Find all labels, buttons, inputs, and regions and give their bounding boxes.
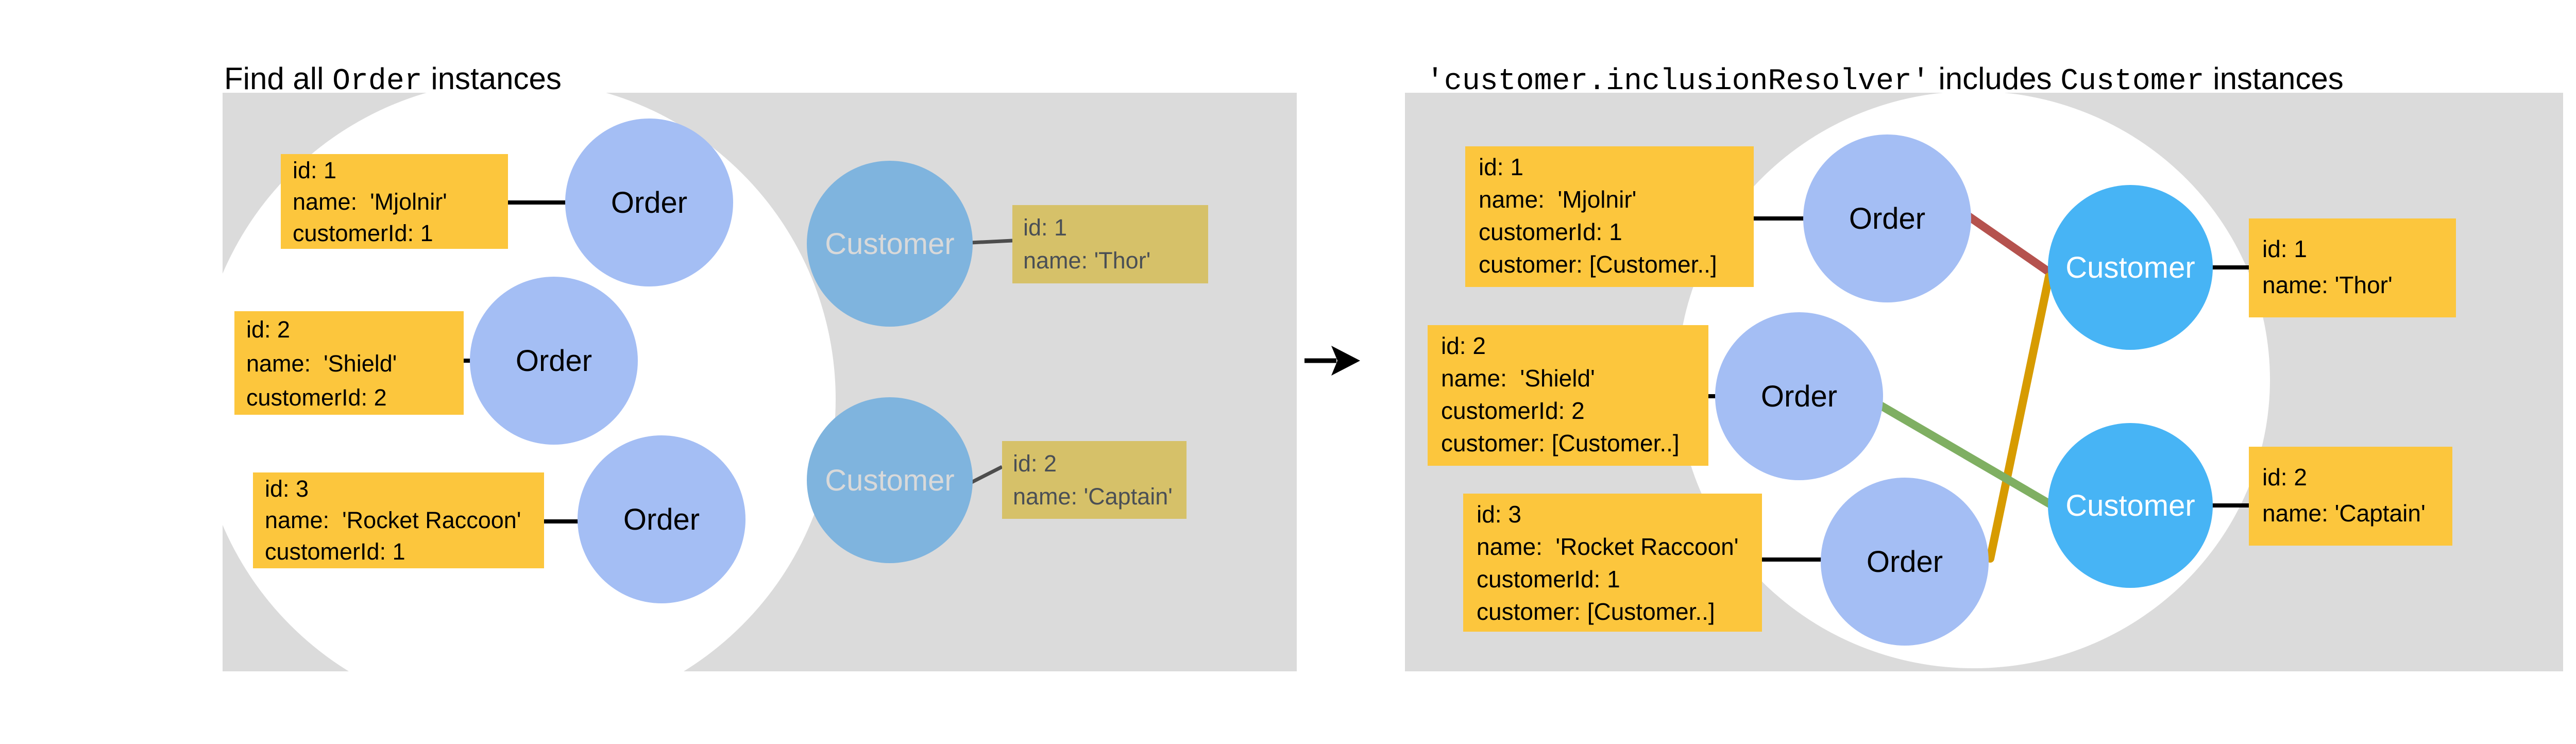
right-order-2-attributes: id: 2 name: 'Shield' customerId: 2 custo… <box>1428 325 1708 466</box>
right-customer-1-attributes: id: 1 name: 'Thor' <box>2249 218 2456 317</box>
right-title-middle: includes <box>1929 61 2061 96</box>
attr-line-id: id: 1 <box>1479 154 1523 180</box>
right-customer-2-attributes: id: 2 name: 'Captain' <box>2249 447 2452 546</box>
attr-line-name: name: 'Thor' <box>2262 272 2393 298</box>
attr-line-customer: customer: [Customer..] <box>1479 251 1717 278</box>
transform-arrow-icon <box>1304 346 1360 376</box>
right-order-3-node: Order <box>1821 478 1989 646</box>
attr-line-id: id: 3 <box>265 476 309 502</box>
attr-line-id: id: 1 <box>1023 214 1067 241</box>
attr-line-customer: customer: [Customer..] <box>1441 430 1680 456</box>
right-panel: Order Order Order Customer Customer id: … <box>1405 93 2563 671</box>
right-title-suffix: instances <box>2204 61 2344 96</box>
right-order-1-node: Order <box>1803 134 1971 302</box>
relation-line-order2-customer2-green <box>1875 400 2055 509</box>
left-customer-2-attributes: id: 2 name: 'Captain' <box>1002 441 1187 519</box>
left-order-2-label: Order <box>515 344 592 378</box>
attr-line-customer-id: customerId: 1 <box>1477 566 1620 593</box>
left-connector-customer-1 <box>970 239 1013 245</box>
attr-line-customer-id: customerId: 1 <box>1479 218 1622 245</box>
left-title-prefix: Find all <box>224 61 333 96</box>
attr-line-name: name: 'Mjolnir' <box>293 189 447 215</box>
right-order-3-attributes: id: 3 name: 'Rocket Raccoon' customerId:… <box>1463 494 1762 632</box>
arrow-head <box>1331 346 1360 376</box>
left-customer-1-label: Customer <box>825 227 955 261</box>
left-order-1-label: Order <box>611 185 688 219</box>
left-customer-2-label: Customer <box>825 463 955 497</box>
right-order-3-label: Order <box>1866 545 1943 579</box>
left-customer-1-attributes: id: 1 name: 'Thor' <box>1012 205 1208 283</box>
left-panel: Order Order Order Customer Customer id: … <box>223 93 1297 671</box>
attr-line-customer-id: customerId: 1 <box>265 538 405 565</box>
right-customer-1-label: Customer <box>2065 250 2195 284</box>
attr-line-customer-id: customerId: 1 <box>293 220 433 246</box>
attr-line-id: id: 2 <box>246 316 291 343</box>
right-order-1-attributes: id: 1 name: 'Mjolnir' customerId: 1 cust… <box>1465 146 1754 287</box>
left-order-1-node: Order <box>565 119 733 286</box>
left-title-suffix: instances <box>422 61 562 96</box>
right-customer-2-node: Customer <box>2048 423 2213 588</box>
left-panel-title: Find all Order instances <box>224 61 562 98</box>
attr-line-name: name: 'Captain' <box>2262 500 2426 527</box>
attr-line-name: name: 'Rocket Raccoon' <box>265 507 521 533</box>
left-order-1-attributes: id: 1 name: 'Mjolnir' customerId: 1 <box>281 154 508 249</box>
right-order-1-label: Order <box>1849 201 1926 235</box>
attr-line-name: name: 'Shield' <box>246 350 397 377</box>
attr-line-name: name: 'Rocket Raccoon' <box>1477 533 1739 560</box>
left-customer-1-node: Customer <box>807 161 973 327</box>
attr-line-id: id: 1 <box>2262 235 2307 262</box>
left-order-2-node: Order <box>470 277 638 445</box>
attr-line-id: id: 2 <box>1013 450 1057 477</box>
right-customer-1-node: Customer <box>2048 185 2213 350</box>
attr-line-id: id: 2 <box>1441 332 1486 359</box>
attr-line-id: id: 3 <box>1477 501 1521 528</box>
left-order-3-attributes: id: 3 name: 'Rocket Raccoon' customerId:… <box>253 472 544 568</box>
attr-line-customer-id: customerId: 2 <box>1441 397 1585 424</box>
attr-line-name: name: 'Captain' <box>1013 483 1173 510</box>
left-order-3-node: Order <box>578 435 745 603</box>
right-customer-2-label: Customer <box>2065 488 2195 522</box>
relation-line-order3-customer1-orange <box>1986 273 2053 563</box>
attr-line-customer: customer: [Customer..] <box>1477 598 1715 625</box>
relation-line-order1-customer1-red <box>1957 207 2056 278</box>
left-order-3-label: Order <box>623 502 700 536</box>
attr-line-id: id: 1 <box>293 157 337 183</box>
right-order-2-label: Order <box>1760 379 1838 413</box>
attr-line-name: name: 'Shield' <box>1441 365 1595 392</box>
left-customer-2-node: Customer <box>807 397 973 563</box>
left-order-2-attributes: id: 2 name: 'Shield' customerId: 2 <box>234 311 464 415</box>
attr-line-customer-id: customerId: 2 <box>246 384 387 411</box>
attr-line-id: id: 2 <box>2262 464 2307 491</box>
left-connector-customer-2 <box>970 465 1003 485</box>
attr-line-name: name: 'Mjolnir' <box>1479 186 1637 213</box>
attr-line-name: name: 'Thor' <box>1023 247 1151 274</box>
right-order-2-node: Order <box>1715 312 1883 480</box>
